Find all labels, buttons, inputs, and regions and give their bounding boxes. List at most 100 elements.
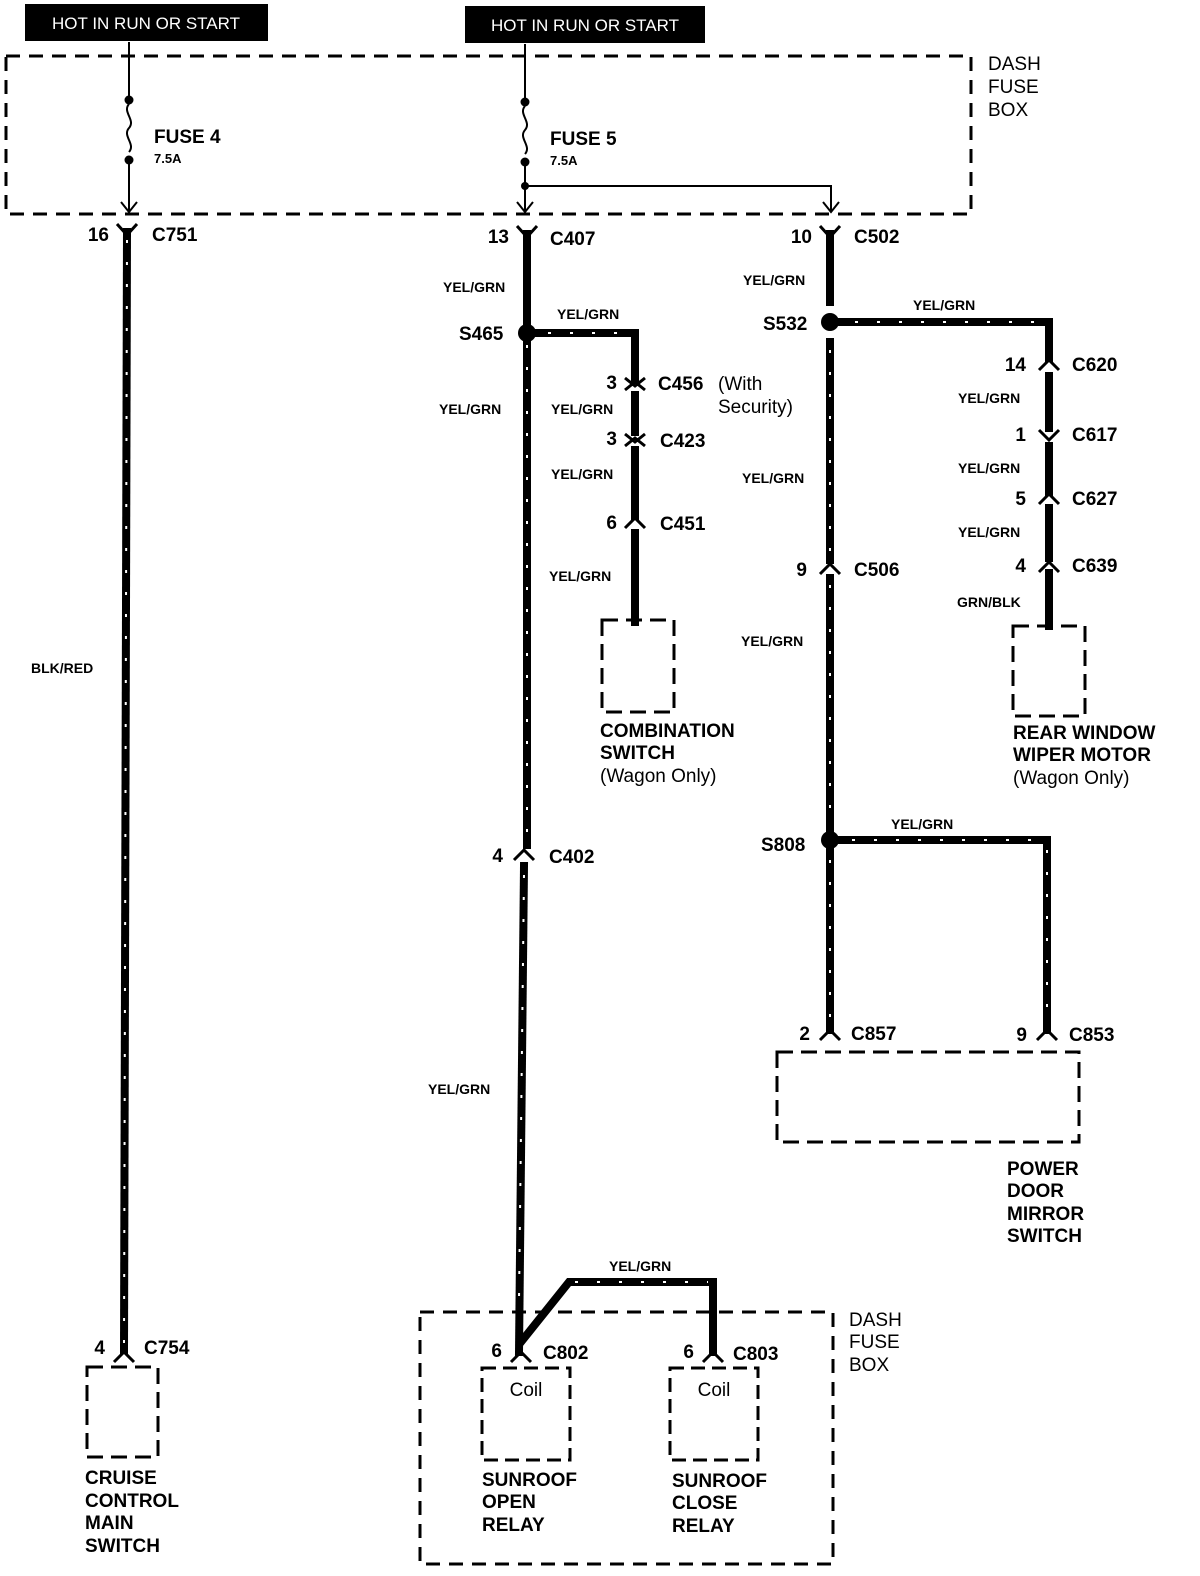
- splice-label-s808: S808: [761, 835, 805, 856]
- fuse-5: FUSE 5 7.5A: [516, 44, 840, 214]
- fuse-4-label: FUSE 4: [154, 127, 221, 148]
- svg-text:FUSE: FUSE: [988, 77, 1039, 98]
- cruise-control-main-switch: CRUISE CONTROL MAIN SWITCH: [85, 1365, 179, 1557]
- svg-text:CONTROL: CONTROL: [85, 1491, 179, 1512]
- svg-text:14: 14: [1005, 355, 1027, 376]
- svg-text:DOOR: DOOR: [1007, 1181, 1064, 1202]
- svg-text:C506: C506: [854, 560, 899, 581]
- svg-text:9: 9: [796, 560, 807, 581]
- svg-text:YEL/GRN: YEL/GRN: [958, 460, 1020, 476]
- svg-text:6: 6: [683, 1342, 694, 1363]
- svg-text:C423: C423: [660, 431, 705, 452]
- rear-window-wiper-motor: REAR WINDOW WIPER MOTOR (Wagon Only): [1011, 624, 1156, 789]
- svg-text:SWITCH: SWITCH: [1007, 1226, 1082, 1247]
- svg-text:YEL/GRN: YEL/GRN: [551, 466, 613, 482]
- svg-text:C407: C407: [550, 229, 595, 250]
- svg-text:YEL/GRN: YEL/GRN: [551, 401, 613, 417]
- svg-text:C754: C754: [144, 1338, 190, 1359]
- svg-text:YEL/GRN: YEL/GRN: [913, 297, 975, 313]
- coil-close-label: Coil: [698, 1380, 731, 1401]
- banner-fuse4: HOT IN RUN OR START: [25, 4, 268, 41]
- svg-text:(With: (With: [718, 374, 762, 395]
- svg-text:16: 16: [88, 225, 109, 246]
- svg-text:DASH: DASH: [988, 54, 1041, 75]
- connector-c853: 9 C853: [1016, 1025, 1114, 1046]
- svg-text:6: 6: [606, 513, 617, 534]
- svg-text:C451: C451: [660, 514, 706, 535]
- svg-text:4: 4: [492, 846, 503, 867]
- svg-text:MAIN: MAIN: [85, 1513, 134, 1534]
- svg-text:9: 9: [1016, 1025, 1027, 1046]
- svg-text:COMBINATION: COMBINATION: [600, 721, 735, 742]
- svg-text:1: 1: [1015, 425, 1026, 446]
- svg-text:MIRROR: MIRROR: [1007, 1204, 1084, 1225]
- svg-text:YEL/GRN: YEL/GRN: [743, 272, 805, 288]
- svg-text:10: 10: [791, 227, 812, 248]
- dash-fuse-box-outline: [4, 54, 973, 216]
- splice-s808: [821, 831, 839, 849]
- wires: [119, 227, 1053, 1357]
- svg-text:CRUISE: CRUISE: [85, 1468, 157, 1489]
- svg-text:4: 4: [94, 1338, 105, 1359]
- svg-text:C502: C502: [854, 227, 899, 248]
- svg-text:YEL/GRN: YEL/GRN: [557, 306, 619, 322]
- svg-text:C853: C853: [1069, 1025, 1114, 1046]
- svg-text:BLK/RED: BLK/RED: [31, 660, 93, 676]
- svg-text:SUNROOF: SUNROOF: [482, 1470, 577, 1491]
- sunroof-open-relay: Coil SUNROOF OPEN RELAY: [480, 1366, 577, 1536]
- svg-text:(Wagon Only): (Wagon Only): [1013, 768, 1130, 789]
- svg-text:C620: C620: [1072, 355, 1117, 376]
- svg-text:C402: C402: [549, 847, 594, 868]
- splice-label-s532: S532: [763, 314, 807, 335]
- connector-c423: 3 C423: [606, 429, 705, 452]
- relay-fuse-box: DASH FUSE BOX: [418, 1310, 902, 1566]
- svg-text:REAR WINDOW: REAR WINDOW: [1013, 723, 1156, 744]
- fuse-4: FUSE 4 7.5A: [120, 42, 221, 214]
- banner-fuse5: HOT IN RUN OR START: [465, 6, 705, 43]
- svg-text:2: 2: [799, 1024, 810, 1045]
- svg-text:C617: C617: [1072, 425, 1117, 446]
- svg-text:C803: C803: [733, 1344, 778, 1365]
- svg-text:RELAY: RELAY: [482, 1515, 545, 1536]
- svg-text:C751: C751: [152, 225, 198, 246]
- splice-s465: [518, 324, 536, 342]
- svg-text:YEL/GRN: YEL/GRN: [958, 390, 1020, 406]
- svg-text:6: 6: [491, 1341, 502, 1362]
- svg-text:HOT IN RUN OR START: HOT IN RUN OR START: [52, 14, 240, 33]
- connector-c407: 13 C407: [488, 227, 596, 250]
- connector-c502: 10 C502: [791, 227, 900, 248]
- svg-text:YEL/GRN: YEL/GRN: [443, 279, 505, 295]
- svg-text:POWER: POWER: [1007, 1159, 1079, 1180]
- combination-switch: COMBINATION SWITCH (Wagon Only): [600, 618, 735, 787]
- splice-s532: [821, 313, 839, 331]
- svg-text:WIPER MOTOR: WIPER MOTOR: [1013, 745, 1151, 766]
- connector-c402: 4 C402: [492, 846, 594, 868]
- svg-text:4: 4: [1015, 556, 1026, 577]
- connector-c857: 2 C857: [799, 1024, 896, 1045]
- svg-text:YEL/GRN: YEL/GRN: [549, 568, 611, 584]
- svg-text:SWITCH: SWITCH: [600, 743, 675, 764]
- svg-text:YEL/GRN: YEL/GRN: [891, 816, 953, 832]
- connector-c456: 3 C456 (With Security): [606, 373, 793, 418]
- svg-text:SUNROOF: SUNROOF: [672, 1471, 767, 1492]
- splice-label-s465: S465: [459, 324, 504, 345]
- svg-text:YEL/GRN: YEL/GRN: [958, 524, 1020, 540]
- svg-text:BOX: BOX: [849, 1355, 889, 1376]
- svg-text:YEL/GRN: YEL/GRN: [439, 401, 501, 417]
- coil-open-label: Coil: [510, 1380, 543, 1401]
- svg-text:C857: C857: [851, 1024, 896, 1045]
- svg-text:RELAY: RELAY: [672, 1516, 735, 1537]
- svg-text:YEL/GRN: YEL/GRN: [609, 1258, 671, 1274]
- fuse-5-label: FUSE 5: [550, 129, 617, 150]
- svg-text:YEL/GRN: YEL/GRN: [428, 1081, 490, 1097]
- svg-text:SWITCH: SWITCH: [85, 1536, 160, 1557]
- connector-c617: 1 C617: [1015, 425, 1117, 446]
- wire-color-labels: BLK/RED YEL/GRN YEL/GRN YEL/GRN YEL/GRN …: [31, 272, 1021, 1274]
- svg-text:C456: C456: [658, 374, 703, 395]
- svg-text:HOT IN RUN OR START: HOT IN RUN OR START: [491, 16, 679, 35]
- svg-text:YEL/GRN: YEL/GRN: [742, 470, 804, 486]
- svg-text:3: 3: [606, 373, 617, 394]
- svg-text:FUSE: FUSE: [849, 1332, 900, 1353]
- connector-c451: 6 C451: [606, 513, 705, 535]
- sunroof-close-relay: Coil SUNROOF CLOSE RELAY: [668, 1366, 767, 1537]
